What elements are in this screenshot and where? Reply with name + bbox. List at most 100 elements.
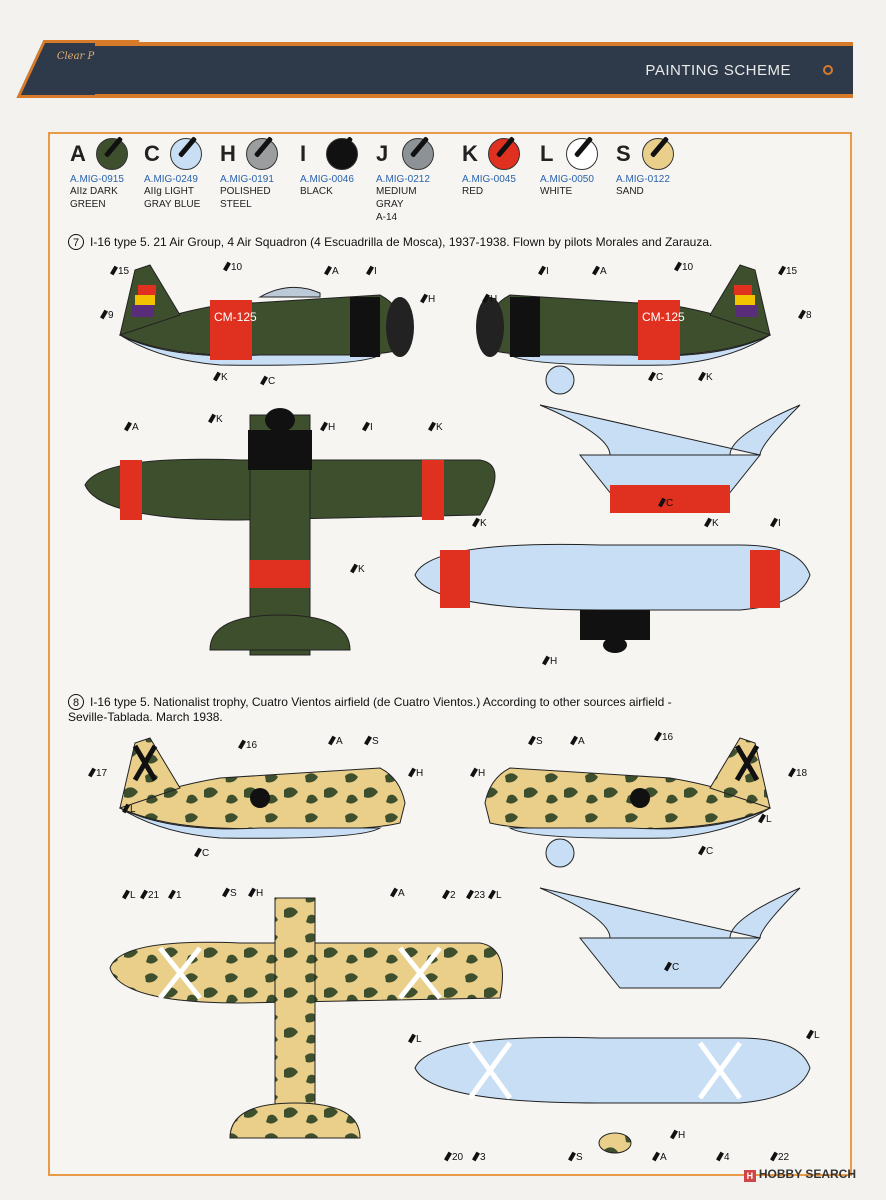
- paint-name: BLACK: [300, 186, 333, 197]
- scheme-8-text-line2: Seville-Tablada. March 1938.: [68, 710, 223, 724]
- brush-pointer-icon: [664, 961, 672, 972]
- paint-color-icon: [488, 136, 520, 170]
- color-letter: H: [220, 141, 236, 166]
- callout-label: 21: [140, 889, 159, 901]
- callout-label: 22: [770, 1151, 789, 1163]
- brush-pointer-icon: [320, 421, 328, 432]
- paint-code: A.MIG-0122: [616, 174, 670, 185]
- callout-label: C: [664, 961, 679, 973]
- paint-color-icon: [642, 136, 674, 170]
- callout-label: 9: [100, 309, 114, 321]
- brush-pointer-icon: [88, 767, 96, 778]
- brush-pointer-icon: [140, 889, 148, 900]
- callout-label: A: [592, 265, 607, 277]
- callout-label: S: [568, 1151, 583, 1163]
- callout-label: L: [488, 889, 502, 901]
- brush-pointer-icon: [482, 293, 490, 304]
- hobby-search-logo-icon: H: [743, 1170, 756, 1182]
- brush-pointer-icon: [428, 421, 436, 432]
- callout-label: K: [208, 413, 223, 425]
- profile-right-7: CM-125: [476, 264, 772, 395]
- callout-label: L: [122, 803, 136, 815]
- brush-pointer-icon: [488, 889, 496, 900]
- brush-pointer-icon: [542, 655, 550, 666]
- brush-icon: [649, 136, 670, 158]
- brush-pointer-icon: [362, 421, 370, 432]
- brush-pointer-icon: [420, 293, 428, 304]
- callout-label: I: [366, 265, 377, 277]
- profile-right-8: [484, 737, 772, 868]
- callout-label: K: [472, 517, 487, 529]
- paint-code: A.MIG-0045: [462, 174, 516, 185]
- brush-pointer-icon: [592, 265, 600, 276]
- paint-color-icon: [402, 136, 434, 170]
- brush-pointer-icon: [472, 1151, 480, 1162]
- brush-pointer-icon: [122, 889, 130, 900]
- brush-pointer-icon: [648, 371, 656, 382]
- callout-label: A: [570, 735, 585, 747]
- paint-color-icon: [96, 136, 128, 170]
- callout-label: 2: [442, 889, 456, 901]
- callout-label: S: [528, 735, 543, 747]
- paint-code: A.MIG-0915: [70, 174, 124, 185]
- brush-pointer-icon: [364, 735, 372, 746]
- brush-pointer-icon: [466, 889, 474, 900]
- callout-label: K: [704, 517, 719, 529]
- callout-label: L: [758, 813, 772, 825]
- brush-pointer-icon: [122, 803, 130, 814]
- callout-label: A: [324, 265, 339, 277]
- callout-label: 16: [654, 731, 673, 743]
- color-letter: I: [300, 141, 307, 166]
- brush-pointer-icon: [208, 413, 216, 424]
- brush-pointer-icon: [758, 813, 766, 824]
- brush-icon: [573, 136, 594, 158]
- brush-pointer-icon: [538, 265, 546, 276]
- paint-color-icon: [326, 136, 358, 170]
- brush-icon: [103, 136, 124, 158]
- color-letter: A: [70, 141, 86, 166]
- callout-label: H: [248, 887, 263, 899]
- callout-label: 4: [716, 1151, 730, 1163]
- paint-color-icon: [170, 136, 202, 170]
- watermark-text: HOBBY SEARCH: [758, 1167, 856, 1181]
- callout-label: I: [538, 265, 549, 277]
- callout-label: H: [670, 1129, 685, 1141]
- brush-pointer-icon: [442, 889, 450, 900]
- brush-pointer-icon: [444, 1151, 452, 1162]
- brush-pointer-icon: [654, 731, 662, 742]
- callout-label: A: [328, 735, 343, 747]
- callout-label: C: [698, 845, 713, 857]
- brush-pointer-icon: [248, 887, 256, 898]
- callout-label: 8: [798, 309, 812, 321]
- brush-pointer-icon: [528, 735, 536, 746]
- callout-label: I: [362, 421, 373, 433]
- brush-pointer-icon: [390, 887, 398, 898]
- brush-pointer-icon: [324, 265, 332, 276]
- callout-label: S: [364, 735, 379, 747]
- brush-pointer-icon: [770, 1151, 778, 1162]
- brush-pointer-icon: [698, 845, 706, 856]
- fuselage-code-right: CM-125: [642, 310, 685, 324]
- planform-bottom-7: [414, 404, 811, 653]
- brush-pointer-icon: [570, 735, 578, 746]
- callout-label: H: [482, 293, 497, 305]
- callout-label: I: [770, 517, 781, 529]
- fuselage-code-left: CM-125: [214, 310, 257, 324]
- brush-pointer-icon: [716, 1151, 724, 1162]
- brush-pointer-icon: [568, 1151, 576, 1162]
- brush-pointer-icon: [770, 517, 778, 528]
- brush-pointer-icon: [778, 265, 786, 276]
- callout-label: K: [698, 371, 713, 383]
- paint-name: POLISHED STEEL: [220, 186, 271, 210]
- paint-name: AIIz DARK GREEN: [70, 186, 118, 210]
- brush-pointer-icon: [698, 371, 706, 382]
- color-letter: L: [540, 141, 554, 166]
- paint-code: A.MIG-0050: [540, 174, 594, 185]
- brush-pointer-icon: [168, 889, 176, 900]
- brush-pointer-icon: [194, 847, 202, 858]
